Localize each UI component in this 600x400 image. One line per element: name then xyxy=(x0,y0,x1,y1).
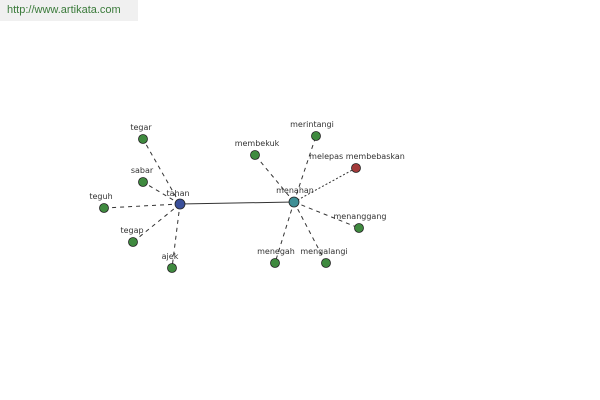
node-label-merintangi: merintangi xyxy=(290,120,334,129)
watermark-url: http://www.artikata.com xyxy=(7,4,121,16)
edge-merintangi xyxy=(293,135,317,203)
node-melepas-membebaskan[interactable] xyxy=(351,163,361,173)
node-mengalangi[interactable] xyxy=(321,258,331,268)
edge-menegah xyxy=(274,201,295,264)
edge-sabar xyxy=(142,181,181,205)
node-menanggang[interactable] xyxy=(354,223,364,233)
hub-tahan[interactable] xyxy=(174,198,186,210)
edge-membekuk xyxy=(254,154,295,203)
hub-menahan[interactable] xyxy=(288,196,300,208)
edge-mengalangi xyxy=(293,201,327,264)
node-label-menegah: menegah xyxy=(257,247,295,256)
node-label-sabar: sabar xyxy=(131,166,154,175)
node-label-tegap: tegap xyxy=(120,226,143,235)
node-membekuk[interactable] xyxy=(250,150,260,160)
node-label-membekuk: membekuk xyxy=(235,139,280,148)
edge-tegap xyxy=(132,203,181,243)
hub-label-tahan: tahan xyxy=(166,189,189,198)
edge-menanggang xyxy=(293,201,360,229)
node-ajek[interactable] xyxy=(167,263,177,273)
node-tegap[interactable] xyxy=(128,237,138,247)
edge-hub-link xyxy=(179,201,295,205)
node-sabar[interactable] xyxy=(138,177,148,187)
edge-melepas-membebaskan xyxy=(293,167,357,203)
node-merintangi[interactable] xyxy=(311,131,321,141)
node-label-menanggang: menanggang xyxy=(334,212,387,221)
node-label-tegar: tegar xyxy=(130,123,152,132)
node-tegar[interactable] xyxy=(138,134,148,144)
node-label-ajek: ajek xyxy=(162,252,179,261)
node-teguh[interactable] xyxy=(99,203,109,213)
watermark-banner: http://www.artikata.com xyxy=(0,0,138,21)
edge-ajek xyxy=(171,203,181,269)
node-label-teguh: teguh xyxy=(89,192,112,201)
hub-label-menahan: menahan xyxy=(276,186,314,195)
node-label-melepas-membebaskan: melepas membebaskan xyxy=(309,152,405,161)
node-menegah[interactable] xyxy=(270,258,280,268)
node-label-mengalangi: mengalangi xyxy=(300,247,347,256)
edge-teguh xyxy=(103,203,181,209)
